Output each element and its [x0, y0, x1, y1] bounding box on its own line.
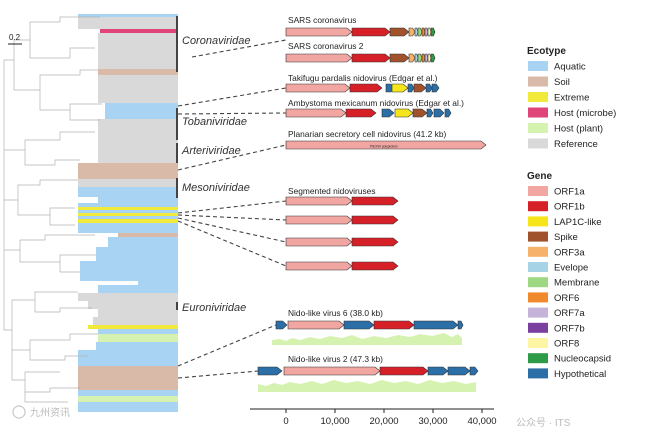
gene-legend: Gene ORF1aORF1bLAP1C-likeSpikeORF3aEvelo… — [527, 171, 611, 380]
x-tick-label: 30,000 — [418, 416, 447, 427]
genome-label-segmented: Segmented nidoviruses — [288, 186, 376, 196]
legend-swatch — [528, 338, 548, 348]
legend-swatch — [528, 216, 548, 227]
legend-item-label: ORF1a — [554, 187, 585, 198]
phylogenetic-tree — [3, 16, 102, 403]
legend-item-label: Aquatic — [554, 62, 586, 73]
legend-item-label: ORF6 — [554, 293, 579, 304]
x-tick-label: 0 — [283, 416, 288, 427]
x-tick-label: 20,000 — [369, 416, 398, 427]
legend-item-label: Membrane — [554, 278, 599, 289]
legend-swatch — [528, 262, 548, 272]
connector-lines — [177, 39, 287, 379]
legend-item-label: ORF7a — [554, 308, 585, 319]
legend-item-label: ORF1b — [554, 202, 585, 213]
x-tick-label: 40,000 — [467, 416, 496, 427]
legend-item-label: ORF3a — [554, 247, 585, 258]
legend-swatch — [528, 107, 548, 118]
legend-item-label: ORF8 — [554, 339, 579, 350]
legend-swatch — [528, 353, 548, 364]
legend-item-label: Hypothetical — [554, 369, 606, 380]
family-mesoniviridae: Mesoniviridae — [182, 182, 250, 194]
legend-item-label: Extreme — [554, 93, 589, 104]
family-coronaviridae: Coronaviridae — [182, 35, 250, 47]
family-arteriviridae: Arteriviridae — [181, 145, 241, 157]
legend-item-label: Host (microbe) — [554, 108, 616, 119]
legend-swatch — [528, 277, 548, 288]
watermark-right: 公众号 · ITS — [516, 417, 571, 428]
gene-maps — [257, 27, 487, 376]
legend-item-label: Evelope — [554, 263, 588, 274]
coverage-nido2 — [258, 380, 476, 392]
legend-swatch — [528, 61, 548, 71]
legend-item-label: Nucleocapsid — [554, 354, 611, 365]
genome-label-nido6: Nido-like virus 6 (38.0 kb) — [288, 308, 383, 318]
family-euroniviridae: Euroniviridae — [182, 302, 246, 314]
x-axis: 0 10,000 20,000 30,000 40,000 — [250, 408, 497, 427]
genome-label-nido2: Nido-like virus 2 (47.3 kb) — [288, 354, 383, 364]
legend-swatch — [528, 123, 548, 133]
legend-swatch — [528, 292, 548, 303]
legend-swatch — [528, 231, 548, 242]
scale-bar-label: 0.2 — [9, 33, 21, 42]
genome-label-ambystoma: Ambystoma mexicanum nidovirus (Edgar et … — [288, 98, 464, 108]
legend-swatch — [528, 368, 548, 379]
genome-label-takifugu: Takifugu pardalis nidovirus (Edgar et al… — [288, 73, 438, 83]
coverage-nido6 — [272, 333, 462, 345]
legend-swatch — [528, 322, 548, 333]
legend-item-label: Spike — [554, 232, 578, 243]
legend-item-label: LAP1C-like — [554, 217, 602, 228]
legend-swatch — [528, 246, 548, 257]
legend-swatch — [528, 186, 548, 196]
legend-item-label: Host (plant) — [554, 124, 603, 135]
coverage-tracks — [258, 333, 476, 392]
scale-bar: 0.2 — [8, 33, 22, 45]
legend-item-label: Soil — [554, 77, 570, 88]
legend-swatch — [528, 76, 548, 87]
legend-item-label: ORF7b — [554, 323, 585, 334]
legend-swatch — [528, 92, 548, 102]
x-tick-label: 10,000 — [320, 416, 349, 427]
gene-legend-title: Gene — [527, 171, 552, 182]
watermark: 九州资讯 公众号 · ITS — [12, 405, 571, 428]
ecotype-legend-title: Ecotype — [527, 46, 566, 57]
genome-label-sars2: SARS coronavirus 2 — [288, 41, 364, 51]
genome-label-sars: SARS coronavirus — [288, 15, 356, 25]
watermark-left: 九州资讯 — [30, 407, 70, 419]
legend-swatch — [528, 307, 548, 318]
legend-swatch — [528, 201, 548, 212]
legend-item-label: Reference — [554, 139, 598, 150]
genome-label-planarian: Planarian secretory cell nidovirus (41.2… — [288, 129, 446, 139]
ecotype-strip — [78, 14, 178, 412]
planarian-bar-label: PSCNV polyprotein — [370, 145, 398, 149]
legend-swatch — [528, 138, 548, 149]
family-tobaniviridae: Tobaniviridae — [182, 116, 247, 128]
